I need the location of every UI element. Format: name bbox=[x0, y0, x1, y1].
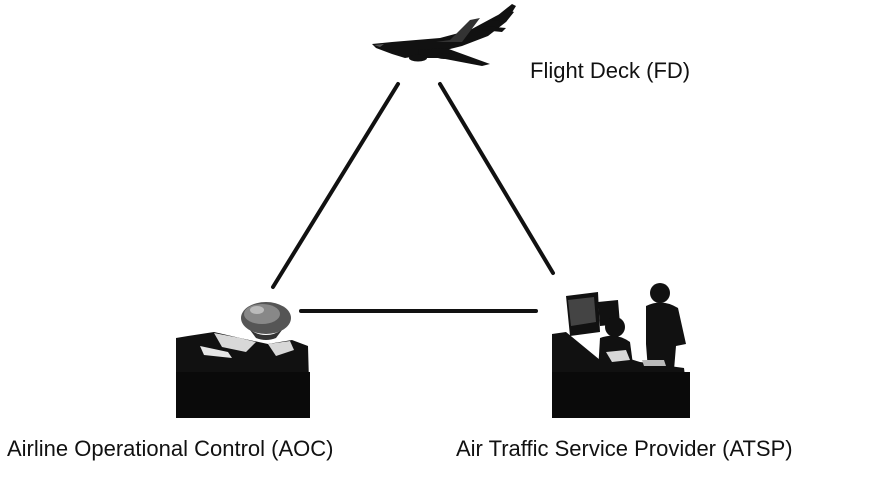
connection-lines bbox=[271, 82, 555, 313]
atc-controllers-icon bbox=[552, 283, 690, 418]
airplane-icon bbox=[372, 4, 516, 66]
link-fd-aoc bbox=[271, 82, 400, 289]
flight-deck-label: Flight Deck (FD) bbox=[530, 58, 691, 83]
aoc-console-icon bbox=[176, 302, 310, 418]
atsp-label: Air Traffic Service Provider (ATSP) bbox=[456, 436, 793, 461]
link-fd-atsp bbox=[438, 82, 555, 275]
aoc-label: Airline Operational Control (AOC) bbox=[7, 436, 334, 461]
